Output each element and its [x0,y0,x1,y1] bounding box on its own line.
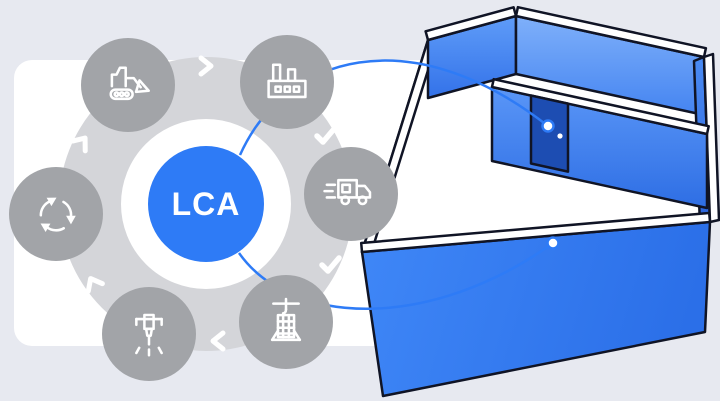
connector-dot-door [541,119,555,133]
formwork-icon [270,297,302,342]
ring-marks [70,55,342,352]
lifecycle-nodes [9,35,398,381]
door-wall-top [490,77,710,136]
excavator-node [81,38,175,132]
connector-curve-wall [237,241,554,310]
recycle-node [9,167,103,261]
node-circle [304,147,398,241]
lca-center-circle [148,146,264,262]
factory-icon [267,63,307,99]
jackhammer-icon [135,313,163,357]
door-handle [557,133,563,139]
back-right-wall-top [514,5,708,59]
recycle-icon [39,197,76,232]
formwork-node [239,275,333,369]
node-circle [81,38,175,132]
door [529,94,570,173]
chevron-up-left-icon [85,276,105,294]
chevron-up-right-icon [70,135,88,154]
check-icon [314,126,337,145]
front-wall-top [359,211,712,254]
truck-icon [323,178,372,206]
truck-node [304,147,398,241]
factory-node [240,35,334,129]
building-illustration [359,5,720,398]
node-circle [9,167,103,261]
jackhammer-node [102,287,196,381]
chevron-left-icon [210,330,226,352]
back-left-wall-top [424,6,518,42]
excavator-icon [109,66,150,101]
lca-label: LCA [172,186,241,222]
connector-dot-wall [546,236,560,250]
chevron-right-icon [198,55,214,77]
check-icon [319,255,342,274]
node-circle [102,287,196,381]
